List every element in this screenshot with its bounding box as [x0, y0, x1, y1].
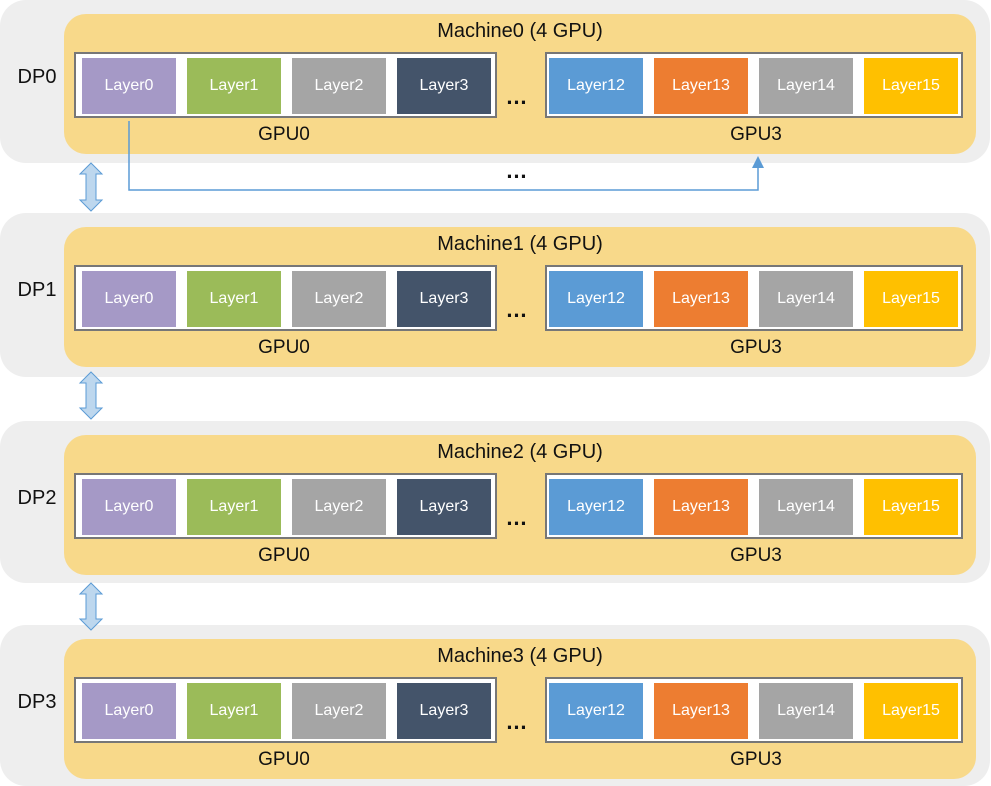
layer-block: Layer14: [759, 683, 853, 739]
dp-sync-arrow-shape: [78, 371, 104, 420]
layer-block: Layer15: [864, 479, 958, 535]
layer-block: Layer13: [654, 479, 748, 535]
dp-label: DP0: [17, 66, 57, 88]
ellipsis: …: [505, 709, 529, 734]
dp-sync-arrow-shape: [78, 582, 104, 631]
layer-block: Layer2: [292, 683, 386, 739]
machine-title: Machine1 (4 GPU): [437, 233, 603, 255]
layer-block: Layer12: [549, 683, 643, 739]
layer-block: Layer2: [292, 58, 386, 114]
layer-block: Layer13: [654, 271, 748, 327]
dp-sync-arrow: [78, 162, 104, 212]
gpu0-label: GPU0: [258, 337, 310, 358]
layer-block: Layer0: [82, 58, 176, 114]
gpu3-label: GPU3: [730, 337, 782, 358]
layer-block: Layer13: [654, 683, 748, 739]
layer-block: Layer15: [864, 271, 958, 327]
machine-title: Machine2 (4 GPU): [437, 441, 603, 463]
machine-title: Machine0 (4 GPU): [437, 20, 603, 42]
layer-block: Layer12: [549, 58, 643, 114]
layer-block: Layer2: [292, 479, 386, 535]
layer-block: Layer13: [654, 58, 748, 114]
layer-block: Layer12: [549, 271, 643, 327]
layer-block: Layer1: [187, 479, 281, 535]
layer-block: Layer15: [864, 58, 958, 114]
gpu0-label: GPU0: [258, 749, 310, 770]
ellipsis: …: [505, 84, 529, 109]
layer-block: Layer1: [187, 58, 281, 114]
layer-block: Layer2: [292, 271, 386, 327]
ellipsis: …: [505, 297, 529, 322]
layer-block: Layer3: [397, 479, 491, 535]
dp-sync-arrow-shape: [78, 162, 104, 212]
machine-title: Machine3 (4 GPU): [437, 645, 603, 667]
gpu3-label: GPU3: [730, 749, 782, 770]
layer-block: Layer0: [82, 683, 176, 739]
gpu0-label: GPU0: [258, 545, 310, 566]
dp-label: DP3: [17, 691, 57, 713]
layer-block: Layer3: [397, 271, 491, 327]
gpu0-label: GPU0: [258, 124, 310, 145]
layer-block: Layer14: [759, 271, 853, 327]
gpu3-label: GPU3: [730, 545, 782, 566]
dp-sync-arrow: [78, 371, 104, 420]
layer-block: Layer15: [864, 683, 958, 739]
gpu3-label: GPU3: [730, 124, 782, 145]
layer-block: Layer1: [187, 271, 281, 327]
pipeline-ellipsis: …: [505, 158, 529, 183]
layer-block: Layer14: [759, 58, 853, 114]
layer-block: Layer14: [759, 479, 853, 535]
layer-block: Layer3: [397, 683, 491, 739]
layer-block: Layer0: [82, 271, 176, 327]
dp-label: DP2: [17, 487, 57, 509]
layer-block: Layer3: [397, 58, 491, 114]
dp-label: DP1: [17, 279, 57, 301]
layer-block: Layer12: [549, 479, 643, 535]
ellipsis: …: [505, 505, 529, 530]
dp-sync-arrow: [78, 582, 104, 631]
layer-block: Layer0: [82, 479, 176, 535]
layer-block: Layer1: [187, 683, 281, 739]
